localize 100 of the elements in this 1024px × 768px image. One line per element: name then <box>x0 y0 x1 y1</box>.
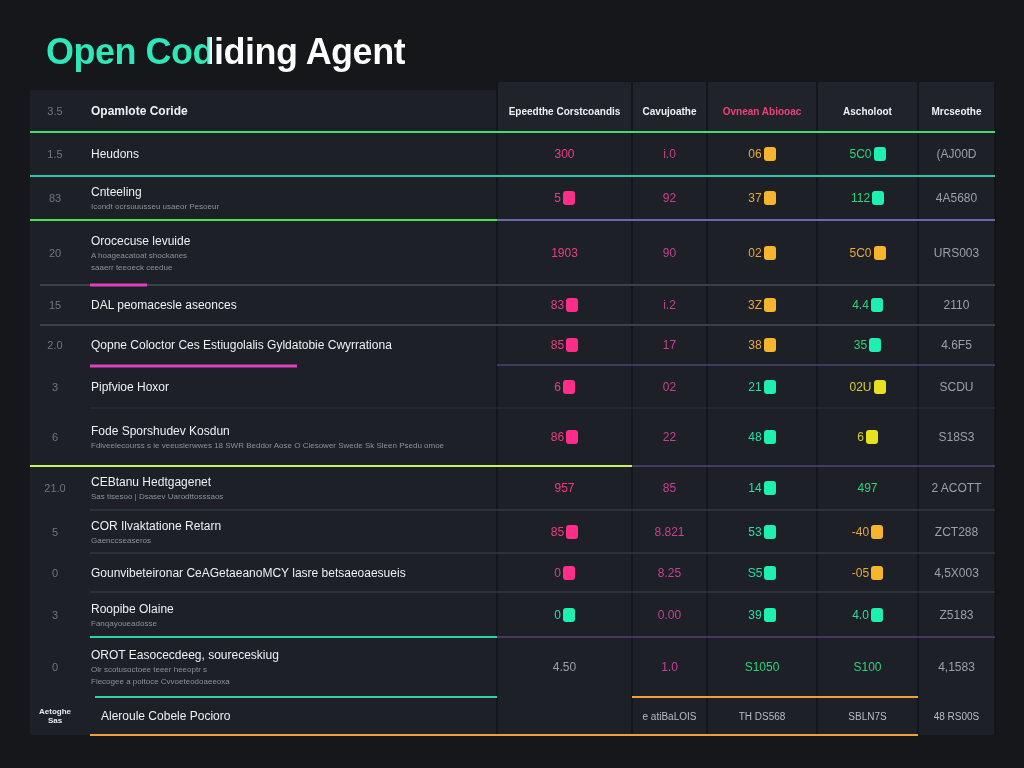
row-title: DAL peomacesle aseonces <box>91 298 238 312</box>
row-description: Olr scotusoctoee teeer heeoptr s <box>91 665 209 674</box>
cell-value: 14 <box>748 481 762 495</box>
cell-value: 2110 <box>943 298 970 312</box>
row-number: 20 <box>48 246 62 259</box>
row-description: Gaenccseaseros <box>91 535 153 545</box>
row-number: 3 <box>51 380 59 393</box>
column-header: Epeedthe Corstcoandis <box>507 105 622 117</box>
cell-value: S100 <box>853 660 882 674</box>
cell-value: 0 <box>554 607 561 622</box>
total-value: 48 RS00S <box>933 710 980 722</box>
cell-value: 39 <box>748 607 762 622</box>
cell-value: 35 <box>853 338 868 352</box>
row-number: Aetoghe Sas <box>38 707 72 725</box>
cell-value: S18S3 <box>938 430 975 444</box>
cell-value: 1903 <box>551 245 578 260</box>
cell-value: 90 <box>662 245 677 260</box>
cell-value: 4A5680 <box>935 191 978 205</box>
row-title: Heudons <box>91 147 141 161</box>
cell-value: 21 <box>748 379 762 394</box>
column-header: Mrcseothe <box>930 105 983 117</box>
cell-value: 4,1583 <box>938 660 975 674</box>
row-title: Pipfvioe Hoxor <box>91 379 171 394</box>
total-value: SBLN7S <box>848 710 887 722</box>
cell-value: 53 <box>748 524 762 539</box>
cell-value: 0.00 <box>657 607 682 622</box>
cell-value: 86 <box>550 430 565 444</box>
cell-value: 37 <box>748 191 762 205</box>
cell-value: 6 <box>554 379 561 394</box>
cell-value: 3Z <box>748 298 762 312</box>
cell-value: i.2 <box>663 298 676 312</box>
row-description: Fanqayoueadosse <box>91 618 158 628</box>
cell-value: 4.6F5 <box>941 338 972 352</box>
row-number: 5 <box>51 525 59 538</box>
cell-value: 497 <box>857 481 878 495</box>
cell-value: 85 <box>662 481 677 495</box>
column-header: Ovnean Abiooac <box>721 105 803 117</box>
cell-value: 4,5X003 <box>934 565 979 580</box>
cell-value: 85 <box>550 338 565 352</box>
cell-value: 4.4 <box>852 298 869 312</box>
row-description: A hoageacatoat shockanes <box>91 250 189 260</box>
cell-value: 4.50 <box>552 660 577 674</box>
row-number: 83 <box>48 192 62 204</box>
row-description: Icondt ocrsuuusseu usaeor Pesoeur <box>91 202 221 211</box>
cell-value: 5C0 <box>849 147 872 161</box>
cell-value: S1050 <box>744 660 780 674</box>
row-title: CEBtanu Hedtgagenet <box>91 475 213 489</box>
column-header: Opamlote Coride <box>91 104 189 118</box>
cell-value: 5C0 <box>849 245 872 260</box>
cell-value: i.0 <box>663 147 676 161</box>
cell-value: 0 <box>554 565 561 580</box>
row-number: 3.5 <box>47 105 63 117</box>
row-number: 21.0 <box>44 482 66 494</box>
cell-value: 5 <box>554 191 561 205</box>
cell-value: SCDU <box>939 379 974 394</box>
row-description: saaerr teeoeck ceedue <box>91 262 174 272</box>
row-title: Orocecuse levuide <box>91 233 192 248</box>
cell-value: 8.821 <box>654 524 685 539</box>
cell-value: 22 <box>662 430 677 444</box>
row-description: Fdiveelecourss s ie veeuslerwwes 18 SWR Beddor Aose O Ciesower Swede Sk Sleen Psedu omoe <box>91 441 446 450</box>
cell-value: 17 <box>662 338 677 352</box>
row-title: Cnteeling <box>91 185 143 199</box>
cell-value: 6 <box>857 430 864 444</box>
cell-value: 38 <box>748 338 762 352</box>
cell-value: 957 <box>554 481 575 495</box>
row-number: 2.0 <box>47 339 63 351</box>
cell-value: (AJ00D <box>936 147 977 161</box>
cell-value: 02 <box>748 245 762 260</box>
row-number: 0 <box>51 566 59 579</box>
row-title: Gounvibeteironar CeAGetaeanoMCY lasre betsaeoaesueis <box>91 565 407 580</box>
row-title: Aleroule Cobele Pocioro <box>101 709 232 723</box>
row-title: OROT Easocecdeeg, soureceskiug <box>91 648 280 662</box>
cell-value: ZCT288 <box>934 524 979 539</box>
row-number: 1.5 <box>47 148 63 160</box>
cell-value: 4.0 <box>852 607 869 622</box>
cell-value: 48 <box>748 430 762 444</box>
cell-value: 112 <box>850 191 871 205</box>
row-number: 6 <box>51 431 59 443</box>
cell-value: 02U <box>849 379 872 394</box>
row-title: Fode Sporshudev Kosdun <box>91 424 231 438</box>
cell-value: -05 <box>851 565 870 580</box>
row-description: Sas tisesoo | Dsasev Uarodttosssaos <box>91 492 225 501</box>
cell-value: 2 ACOTT <box>931 481 982 495</box>
cell-value: 92 <box>662 191 677 205</box>
row-title: Qopne Coloctor Ces Estiugolalis Gyldatobie Cwyrrationa <box>91 338 393 352</box>
cell-value: 8.25 <box>657 565 682 580</box>
column-header: Cavujoathe <box>641 105 698 117</box>
row-number: 0 <box>51 661 59 673</box>
cell-value: -40 <box>851 524 870 539</box>
row-number: 15 <box>48 299 62 311</box>
row-description: Fiecogee a poitoce Cvvoeteodoaeeoxa <box>91 677 231 686</box>
cell-value: S5 <box>747 565 763 580</box>
total-value: TH DS568 <box>738 710 786 722</box>
row-title: Roopibe Olaine <box>91 601 175 616</box>
cell-value: Z5183 <box>939 607 974 622</box>
cell-value: 02 <box>662 379 677 394</box>
cell-value: 85 <box>550 524 565 539</box>
cell-value: 300 <box>554 147 575 161</box>
cell-value: 06 <box>748 147 762 161</box>
total-value: e atiBaLOIS <box>642 710 697 722</box>
